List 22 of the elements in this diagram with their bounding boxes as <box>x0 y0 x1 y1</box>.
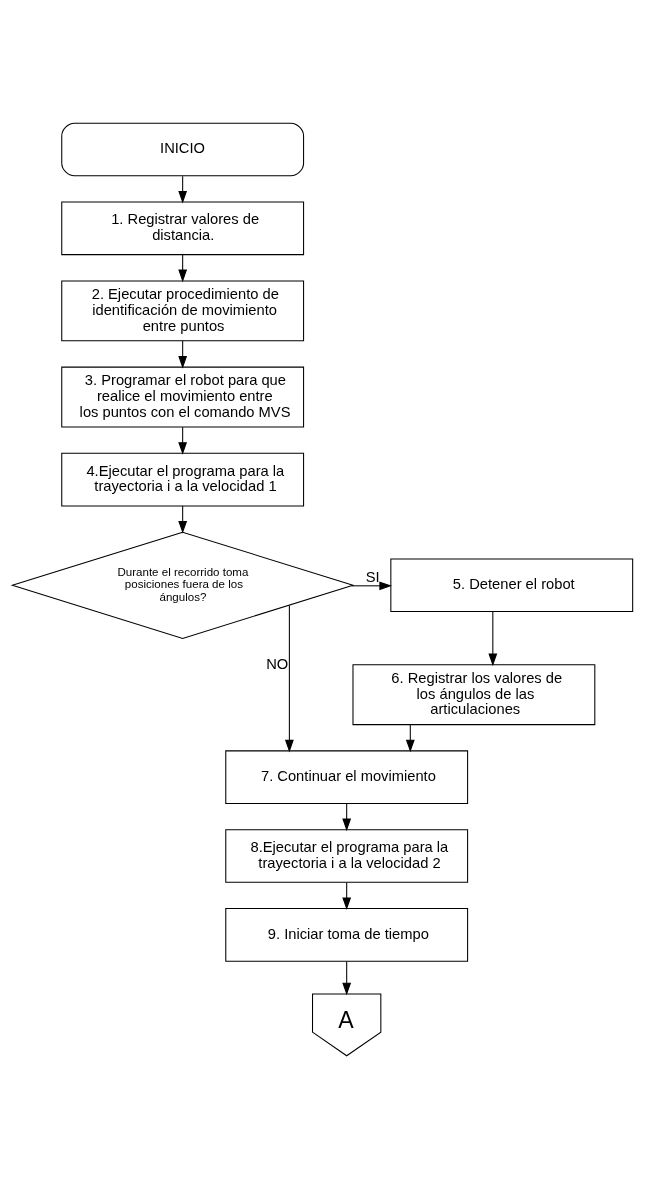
node-box: 6. Registrar los valores de los ángulos de las articulaciones <box>352 663 596 725</box>
arrow <box>342 960 352 995</box>
arrow <box>178 340 188 369</box>
node-box: 8.Ejecutar el programa para la trayectoria i a la velocidad 2 <box>225 828 469 883</box>
node-box: 4.Ejecutar el programa para la trayectoria i a la velocidad 1 <box>61 452 305 506</box>
edge-label: NO <box>266 655 289 672</box>
arrow <box>351 580 392 590</box>
node-box: 9. Iniciar toma de tiempo <box>225 907 469 962</box>
arrow <box>405 723 415 752</box>
arrow <box>178 505 188 534</box>
arrow <box>284 604 294 752</box>
node-box: 2. Ejecutar procedimiento de identificación de movimiento entre puntos <box>61 279 305 341</box>
node-box: 5. Detener el robot <box>390 558 634 612</box>
node-diamond: Durante el recorrido toma posiciones fuera de los ángulos? <box>10 531 355 639</box>
node-box: 3. Programar el robot para que realice el movimiento entre los puntos con el comando MVS <box>61 366 305 428</box>
node-box: INICIO <box>61 122 305 176</box>
arrow <box>178 426 188 455</box>
node-box: 1. Registrar valores de distancia. <box>61 201 305 255</box>
edge-label: SI <box>365 568 380 585</box>
arrow <box>178 175 188 204</box>
node-box: 7. Continuar el movimiento <box>225 749 469 804</box>
arrow <box>488 610 498 666</box>
